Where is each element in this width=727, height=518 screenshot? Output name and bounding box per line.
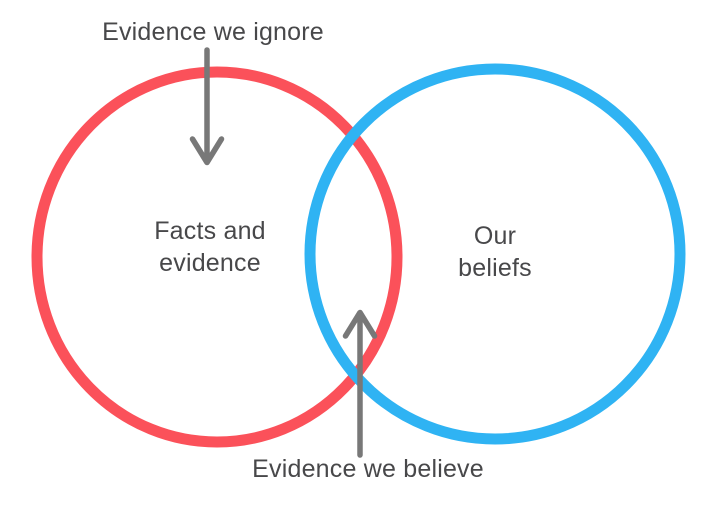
right-circle (304, 63, 686, 445)
bottom-annotation-label: Evidence we believe (252, 455, 484, 483)
left-circle-label-line1: Facts and (154, 217, 266, 245)
right-circle-label: Our beliefs (458, 220, 532, 284)
left-circle (31, 66, 403, 448)
down-arrow-icon (189, 47, 225, 166)
right-circle-label-line1: Our (473, 222, 517, 250)
right-circle-label-line2: beliefs (458, 254, 532, 282)
top-annotation-label: Evidence we ignore (102, 18, 324, 46)
up-arrow-icon (342, 309, 378, 458)
left-circle-label: Facts and evidence (154, 215, 266, 279)
left-circle-label-line2: evidence (159, 249, 261, 277)
